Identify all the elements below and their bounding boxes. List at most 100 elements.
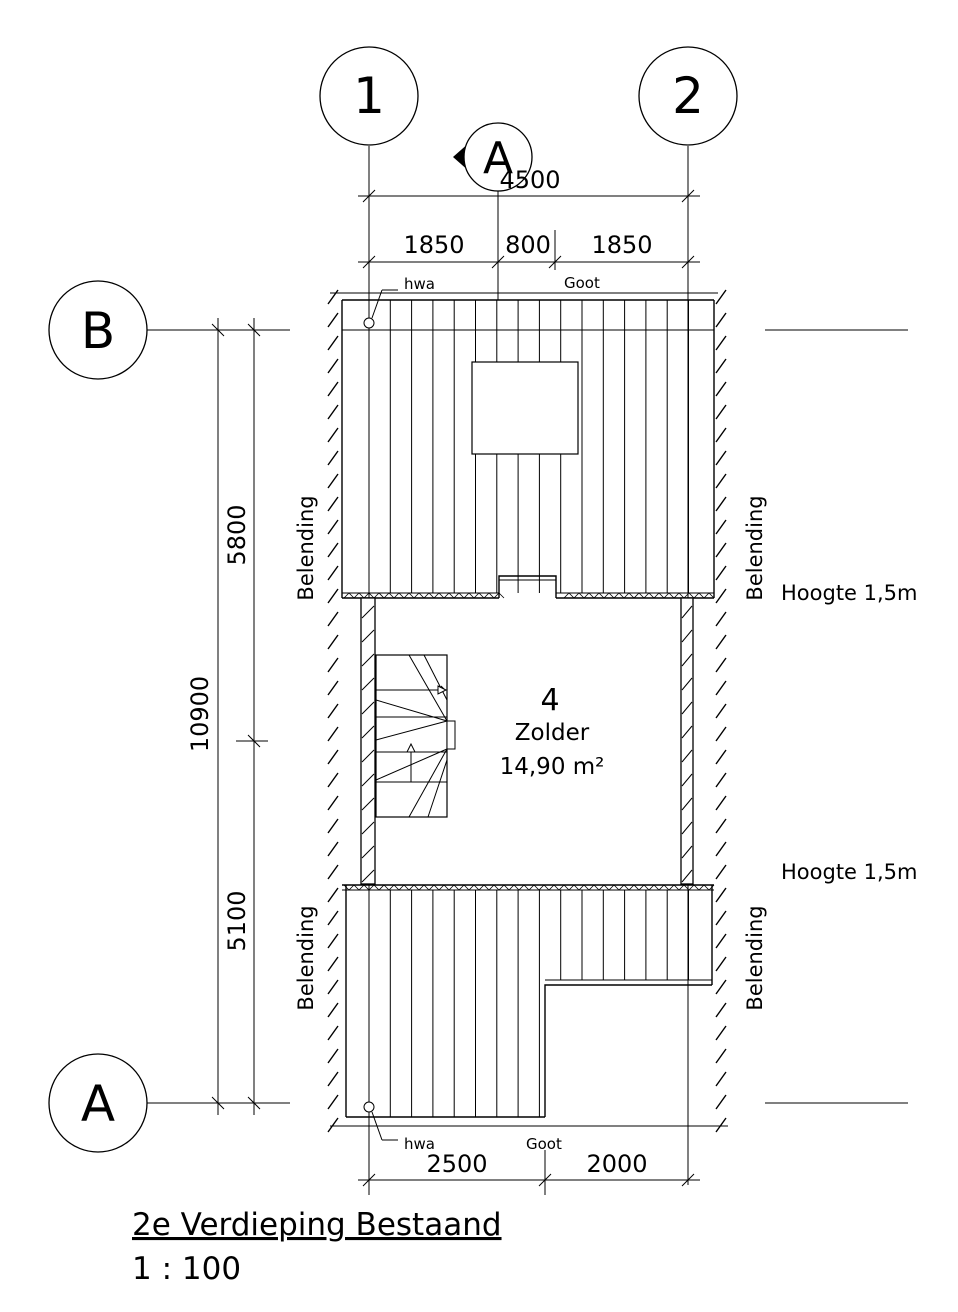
drawing-line (681, 749, 693, 763)
drawing-line (673, 592, 680, 599)
drawing-line (715, 588, 727, 604)
drawing-line (653, 884, 660, 891)
drawing-line (678, 592, 685, 599)
drawing-line (663, 592, 670, 599)
drawing-line (715, 519, 727, 535)
drawing-line (681, 773, 693, 787)
drawing-line (643, 884, 650, 891)
drawing-line (408, 884, 415, 891)
drawing-line (638, 884, 645, 891)
drawing-line (438, 592, 445, 599)
drawing-line (628, 884, 635, 891)
drawing-line (483, 884, 490, 891)
drawing-line (327, 404, 339, 420)
boundary-hatching-right (715, 289, 727, 1133)
drawing-line (353, 884, 360, 891)
drawing-line (618, 592, 625, 599)
drawing-line (568, 884, 575, 891)
drawing-line (715, 427, 727, 443)
drawing-line (648, 884, 655, 891)
drawing-line (378, 884, 385, 891)
staircase (375, 654, 456, 818)
drawing-line (327, 634, 339, 650)
drawing-line (327, 1071, 339, 1087)
drawing-line (361, 773, 375, 787)
drawing-line (358, 884, 365, 891)
svg-text:1: 1 (353, 67, 385, 125)
drawing-line (693, 592, 700, 599)
drawing-line (448, 592, 455, 599)
drawing-line (327, 703, 339, 719)
drawing-line (681, 653, 693, 667)
svg-text:A: A (483, 133, 513, 184)
drawing-line (715, 887, 727, 903)
drawing-line (653, 592, 660, 599)
drawing-line (568, 592, 575, 599)
drawing-line (715, 404, 727, 420)
drawing-line (681, 797, 693, 811)
drawing-line (715, 703, 727, 719)
drawing-line (423, 592, 430, 599)
drawing-line (327, 956, 339, 972)
drawing-line (715, 864, 727, 880)
drawing-line (327, 473, 339, 489)
drawing-line (683, 884, 690, 891)
grid-bubble-1: 1 (319, 46, 419, 146)
drawing-line (468, 884, 475, 891)
drawing-line (327, 358, 339, 374)
roof-top (330, 292, 718, 599)
drawing-line (703, 592, 710, 599)
drawing-line (443, 592, 450, 599)
drawing-line (715, 726, 727, 742)
drawing-line (503, 884, 510, 891)
drawing-line (715, 795, 727, 811)
drawing-line (523, 884, 530, 891)
drawing-line (363, 592, 370, 599)
drawing-line (403, 884, 410, 891)
drawing-line (327, 979, 339, 995)
drawing-line (593, 884, 600, 891)
drawing-line (361, 701, 375, 715)
drawing-line (715, 818, 727, 834)
drawing-line (563, 884, 570, 891)
drawing-line (613, 592, 620, 599)
label-belending-bottom-right: Belending (743, 905, 767, 1010)
drawing-line (628, 592, 635, 599)
drawing-line (343, 592, 350, 599)
drawing-line (538, 884, 545, 891)
drawing-line (715, 1025, 727, 1041)
drawing-line (327, 910, 339, 926)
drawing-line (327, 496, 339, 512)
label-belending-bottom-left: Belending (294, 905, 318, 1010)
drawing-line (715, 979, 727, 995)
drawing-line (563, 592, 570, 599)
drawing-line (327, 542, 339, 558)
drawing-line (513, 884, 520, 891)
grid-lines (147, 146, 908, 1195)
drawing-line (393, 884, 400, 891)
drawing-line (603, 592, 610, 599)
dim-top-left: 1850 (403, 231, 464, 259)
drawing-line (533, 884, 540, 891)
drawing-line (678, 884, 685, 891)
drawing-line (327, 588, 339, 604)
drawing-line (423, 884, 430, 891)
drawing-line (327, 657, 339, 673)
drawing-line (361, 605, 375, 619)
drawing-line (681, 821, 693, 835)
svg-text:B: B (81, 302, 115, 360)
drawing-line (327, 335, 339, 351)
drawing-line (698, 884, 705, 891)
drawing-line (413, 884, 420, 891)
drawing-line (327, 818, 339, 834)
drawing-line (593, 592, 600, 599)
drawing-line (361, 869, 375, 883)
drawing-line (578, 884, 585, 891)
drawing-line (373, 884, 380, 891)
dim-top-mid: 800 (505, 231, 551, 259)
drawing-line (528, 884, 535, 891)
drawing-line (715, 749, 727, 765)
drawing-line (715, 1002, 727, 1018)
drawing-line (715, 956, 727, 972)
drawing-line (373, 592, 380, 599)
